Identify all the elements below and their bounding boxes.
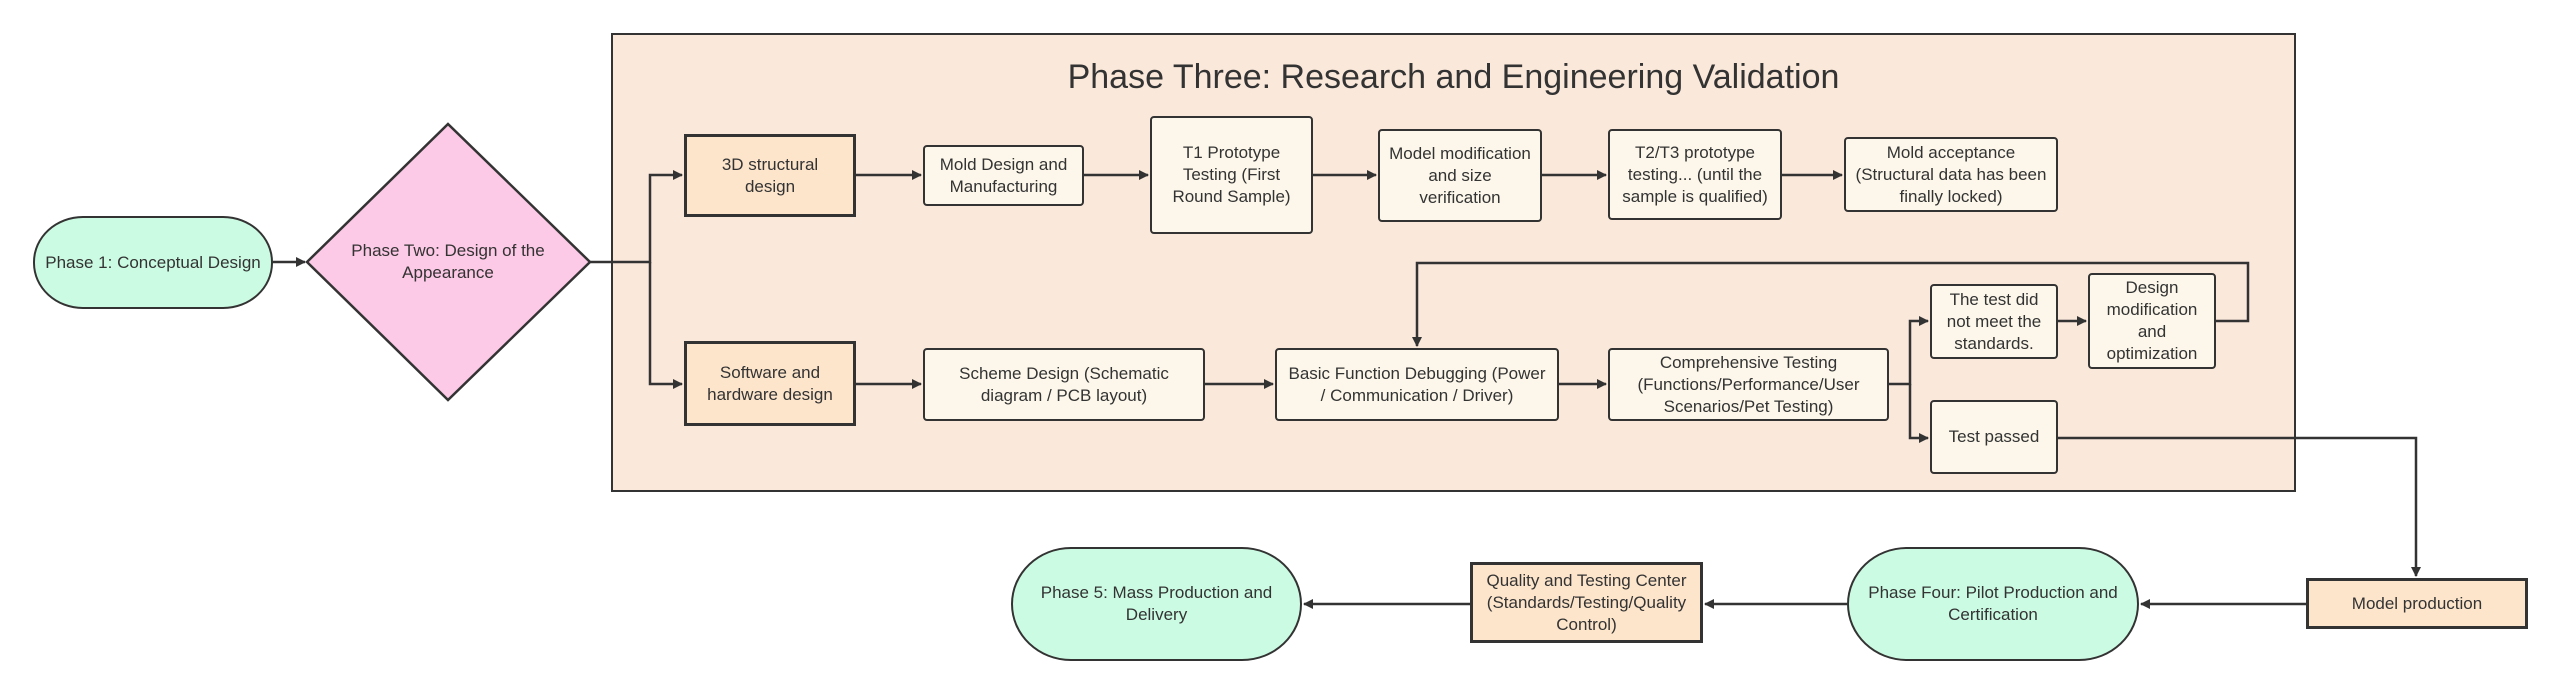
phase4-node[interactable]: Phase Four: Pilot Production and Certifi…: [1847, 547, 2139, 661]
comprehensive-testing-node[interactable]: Comprehensive Testing (Functions/Perform…: [1608, 348, 1889, 421]
edge-phase2-swhw: [648, 262, 683, 389]
phase1-node[interactable]: Phase 1: Conceptual Design: [33, 216, 273, 309]
basic-debugging-node[interactable]: Basic Function Debugging (Power / Commun…: [1275, 348, 1559, 421]
phase-two-diamond[interactable]: [305, 122, 592, 402]
software-hardware-node[interactable]: Software and hardware design: [684, 341, 856, 426]
t1-testing-node[interactable]: T1 Prototype Testing (First Round Sample…: [1150, 116, 1313, 234]
quality-center-node[interactable]: Quality and Testing Center (Standards/Te…: [1470, 562, 1703, 643]
scheme-design-node[interactable]: Scheme Design (Schematic diagram / PCB l…: [923, 348, 1205, 421]
edge-phase2-structural: [590, 170, 683, 264]
phase5-node[interactable]: Phase 5: Mass Production and Delivery: [1011, 547, 1302, 661]
phase-three-title: Phase Three: Research and Engineering Va…: [1067, 58, 1840, 96]
t2t3-testing-node[interactable]: T2/T3 prototype testing... (until the sa…: [1608, 129, 1782, 220]
model-production-node[interactable]: Model production: [2306, 578, 2528, 629]
structural-design-node[interactable]: 3D structural design: [684, 134, 856, 217]
edge-designmod-debug-loop: [1412, 261, 2250, 347]
phase2-label: Phase Two: Design of the Appearance: [351, 241, 545, 282]
edge-comprehensive-passed: [1908, 384, 1929, 443]
mold-design-node[interactable]: Mold Design and Manufacturing: [923, 145, 1084, 206]
mold-acceptance-node[interactable]: Mold acceptance (Structural data has bee…: [1844, 137, 2058, 212]
test-failed-node[interactable]: The test did not meet the standards.: [1930, 284, 2058, 359]
edge-comprehensive-failed: [1889, 316, 1929, 386]
edge-passed-modelproduction: [2058, 436, 2421, 577]
model-modification-node[interactable]: Model modification and size verification: [1378, 129, 1542, 222]
design-modification-node[interactable]: Design modification and optimization: [2088, 273, 2216, 369]
test-passed-node[interactable]: Test passed: [1930, 400, 2058, 474]
